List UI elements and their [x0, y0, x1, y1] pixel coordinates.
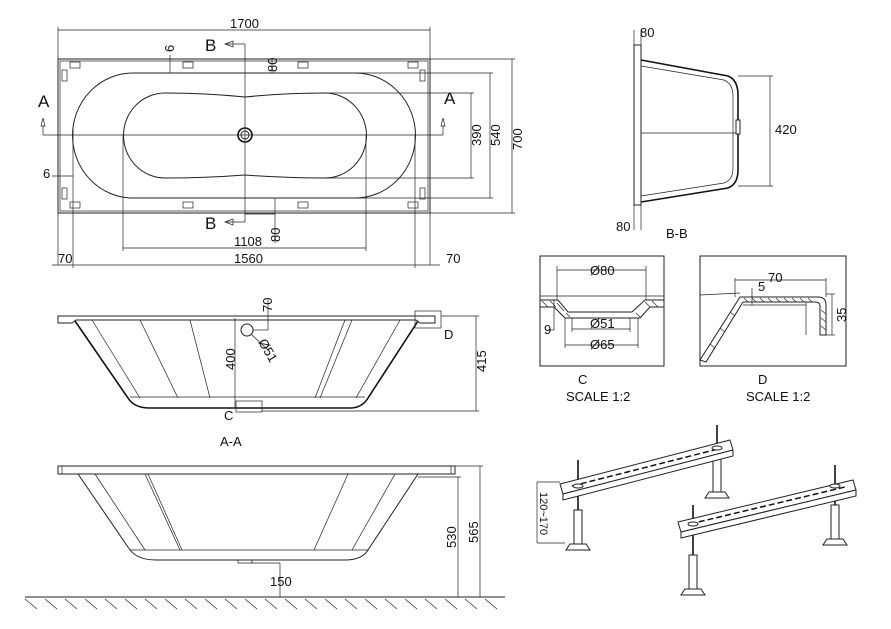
dim-floor-clearance: 150 — [270, 574, 292, 589]
dim-drain-offset-top: 80 — [265, 58, 280, 72]
section-aa-view: 400 70 Ø51 C D 415 A-A — [57, 298, 489, 449]
dim-c-flange-dia: Ø65 — [590, 337, 615, 352]
dim-bb-depth: 420 — [775, 122, 797, 137]
detail-c-ref: C — [224, 408, 233, 423]
dim-overall-length: 1700 — [230, 16, 259, 31]
front-view: 150 530 565 — [24, 465, 505, 610]
dim-c-outer-dia: Ø80 — [590, 263, 615, 278]
dim-basin-width: 390 — [469, 124, 484, 146]
detail-c-letter: C — [578, 372, 587, 387]
dim-tub-height: 530 — [444, 526, 459, 548]
dim-d-rim-height: 35 — [834, 308, 849, 322]
detail-d-scale: SCALE 1:2 — [746, 389, 810, 404]
dim-c-drain-dia: Ø51 — [590, 316, 615, 331]
detail-c-marker — [235, 400, 263, 413]
dim-total-height: 565 — [466, 521, 481, 543]
dim-drain-offset-bottom: 80 — [268, 228, 283, 242]
dim-basin-length: 1108 — [234, 234, 262, 249]
dim-d-thickness: 5 — [758, 279, 765, 294]
dim-gap-left: 6 — [43, 166, 50, 181]
top-view: B B A A 1700 700 540 390 1108 1560 70 70… — [38, 16, 525, 268]
mounting-tabs — [61, 61, 426, 209]
dim-d-rim-width: 70 — [768, 270, 782, 285]
dim-aa-overflow-dia: Ø51 — [255, 336, 280, 365]
section-bb-view: 80 80 420 B-B — [616, 25, 797, 241]
section-b-label-bottom: B — [205, 214, 216, 233]
dim-bb-rim-bottom: 80 — [616, 219, 630, 234]
detail-c: Ø80 Ø51 Ø65 9 C SCALE 1:2 — [539, 255, 665, 404]
dim-c-thickness: 9 — [544, 322, 551, 337]
detail-d: 70 5 35 D SCALE 1:2 — [699, 255, 849, 404]
section-b-label-top: B — [205, 36, 216, 55]
dim-overall-width: 700 — [510, 128, 525, 150]
tub-outline — [57, 58, 431, 214]
detail-d-ref: D — [444, 327, 453, 342]
dim-rim-left: 70 — [58, 251, 72, 266]
dim-inner-width: 540 — [488, 124, 503, 146]
section-bb-title: B-B — [666, 226, 688, 241]
dim-rim-right: 70 — [446, 251, 460, 266]
dim-aa-total-depth: 415 — [474, 350, 489, 372]
detail-c-scale: SCALE 1:2 — [566, 389, 630, 404]
dim-bb-rim-top: 80 — [640, 25, 654, 40]
dim-gap-top: 6 — [162, 45, 177, 52]
support-legs: 120~170 — [536, 425, 857, 596]
detail-d-marker — [414, 310, 442, 329]
section-a-label-left: A — [38, 92, 50, 111]
dim-aa-water-depth: 400 — [223, 348, 238, 370]
leg-frame-2 — [677, 465, 857, 596]
dim-inner-length: 1560 — [234, 251, 263, 266]
leg-adjust-range: 120~170 — [537, 492, 549, 535]
detail-d-letter: D — [758, 372, 767, 387]
dim-aa-overflow-offset: 70 — [260, 298, 275, 312]
floor-hatching — [24, 598, 498, 610]
section-a-label-right: A — [444, 89, 456, 108]
section-aa-title: A-A — [220, 434, 242, 449]
leg-frame-1 — [559, 425, 734, 551]
